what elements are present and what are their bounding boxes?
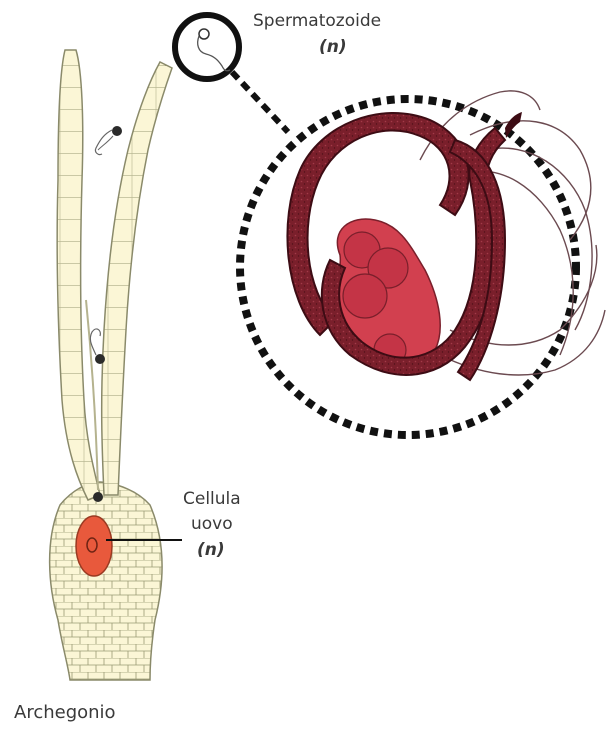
archegonium-neck-left xyxy=(57,50,100,500)
archegonium-venter xyxy=(50,482,162,680)
small-sperm-1 xyxy=(95,126,122,155)
small-sperm-3 xyxy=(93,492,103,502)
egg-cell xyxy=(76,516,112,576)
sperm-ploidy-label: (n) xyxy=(319,36,347,58)
archegonium-neck-right xyxy=(102,62,172,495)
egg-ploidy-label: (n) xyxy=(197,539,225,561)
egg-label-line2: uovo xyxy=(191,513,233,535)
zoom-connector xyxy=(232,72,288,132)
egg-label-line1: Cellula xyxy=(183,488,241,510)
sperm-magnifier-small xyxy=(175,15,239,79)
sperm-label: Spermatozoide xyxy=(253,10,381,32)
archegonium-label: Archegonio xyxy=(14,702,116,724)
